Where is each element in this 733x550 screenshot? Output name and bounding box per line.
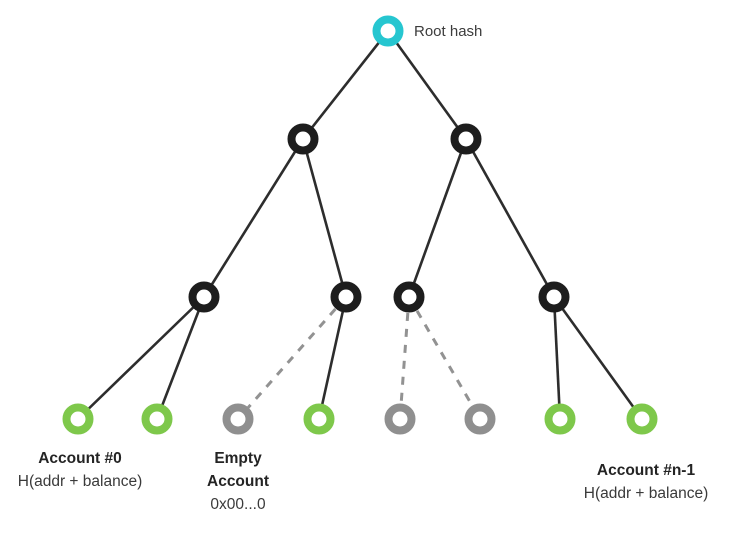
- empty-account-title-line2: Account: [207, 473, 269, 490]
- empty-account-subtitle: 0x00...0: [210, 496, 266, 513]
- branch-r-node: [450, 123, 482, 155]
- tree-edge-branch-ll-leaf-account-0: [77, 296, 205, 420]
- tree-edge-branch-lr-leaf-account-2: [317, 296, 348, 420]
- account-0-label: Account #0 H(addr + balance): [18, 447, 143, 493]
- tree-edge-root-branch-r: [386, 30, 468, 140]
- tree-edge-branch-r-branch-rr: [464, 138, 556, 298]
- account-n-1-title: Account #n-1: [596, 462, 696, 479]
- tree-edge-branch-rr-leaf-account-3: [552, 296, 562, 420]
- account-n-1-subtitle: H(addr + balance): [583, 485, 709, 502]
- leaf-account-2-node: [303, 403, 335, 435]
- tree-edge-root-branch-l: [301, 30, 390, 140]
- branch-ll-node: [188, 281, 220, 313]
- tree-edge-branch-rl-leaf-empty-3-dashed: [407, 296, 482, 420]
- leaf-account-3-node: [544, 403, 576, 435]
- empty-account-label: Empty Account 0x00...0: [207, 447, 269, 516]
- root-node: [372, 15, 404, 47]
- root-hash-label: Root hash: [414, 23, 483, 40]
- account-0-subtitle: H(addr + balance): [17, 473, 143, 490]
- tree-edge-branch-l-branch-ll: [202, 138, 305, 298]
- tree-edge-branch-r-branch-rl: [407, 138, 468, 298]
- leaf-account-1-node: [141, 403, 173, 435]
- branch-rl-node: [393, 281, 425, 313]
- tree-edge-branch-rl-leaf-empty-2-dashed: [398, 296, 411, 420]
- leaf-empty-1-node: [222, 403, 254, 435]
- tree-edge-branch-ll-leaf-account-1: [155, 296, 206, 420]
- branch-lr-node: [330, 281, 362, 313]
- tree-edge-branch-l-branch-lr: [301, 138, 348, 298]
- branch-l-node: [287, 123, 319, 155]
- account-n-1-label: Account #n-1 H(addr + balance): [584, 459, 709, 505]
- empty-account-title-line1: Empty: [214, 450, 262, 467]
- leaf-empty-3-node: [464, 403, 496, 435]
- tree-edge-branch-lr-leaf-empty-1-dashed: [236, 296, 348, 420]
- tree-edge-branch-rr-leaf-account-n-1: [552, 296, 644, 420]
- account-0-title: Account #0: [38, 450, 122, 467]
- branch-rr-node: [538, 281, 570, 313]
- leaf-empty-2-node: [384, 403, 416, 435]
- leaf-account-0-node: [62, 403, 94, 435]
- leaf-account-n-1-node: [626, 403, 658, 435]
